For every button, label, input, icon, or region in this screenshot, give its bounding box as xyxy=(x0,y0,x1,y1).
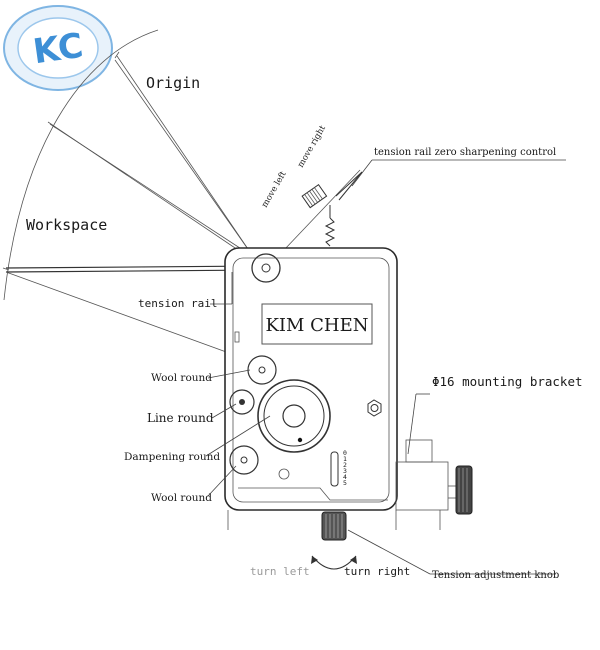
tension-rail-label: tension rail xyxy=(138,297,217,310)
mounting-bracket xyxy=(395,439,456,530)
scale-1: 1 xyxy=(343,455,347,463)
wool-round-top-label: Wool round xyxy=(151,372,212,384)
guide-slot xyxy=(234,331,240,343)
turn-left-label: turn left xyxy=(250,565,310,578)
zero-control-assembly xyxy=(301,171,363,247)
inner-rail xyxy=(238,487,388,501)
dampening-round xyxy=(257,379,331,453)
zero-control-label: tension rail zero sharpening control xyxy=(374,147,556,158)
rotation-arrow-icon xyxy=(311,555,357,570)
workspace-label: Workspace xyxy=(26,216,107,234)
dampening-round-label: Dampening round xyxy=(124,451,220,463)
leader-lines xyxy=(205,159,566,575)
turn-right-label: turn right xyxy=(344,565,410,578)
arc-tick-1 xyxy=(114,51,120,59)
tension-rail-arm xyxy=(5,265,261,273)
wool-round-bottom xyxy=(229,445,259,475)
move-right-label: move right xyxy=(296,123,328,169)
tension-scale: 0 1 2 3 4 5 xyxy=(330,449,347,487)
kc-logo: KC xyxy=(3,5,113,91)
housing-bolt xyxy=(367,399,382,417)
logo-text: KC xyxy=(31,26,86,73)
brand-text: KIM CHEN xyxy=(265,315,368,336)
zero-rail-line xyxy=(283,169,361,251)
swing-arc xyxy=(3,29,159,301)
pivot-roller xyxy=(251,253,281,283)
brand-plate: KIM CHEN xyxy=(261,303,373,345)
scale-3: 3 xyxy=(343,467,347,475)
adjustment-knob-label: Tension adjustment knob xyxy=(432,570,559,581)
small-pin xyxy=(278,468,290,480)
swing-rays xyxy=(47,55,251,255)
tension-knob xyxy=(321,511,347,541)
scale-2: 2 xyxy=(343,461,347,469)
wool-round-bottom-label: Wool round xyxy=(151,492,212,504)
line-round xyxy=(229,389,255,415)
scale-0: 0 xyxy=(343,449,347,457)
bracket-knob xyxy=(455,465,473,515)
origin-label: Origin xyxy=(146,74,200,92)
move-left-label: move left xyxy=(260,169,289,209)
arc-tick-3 xyxy=(2,267,10,271)
mounting-bracket-label: Φ16 mounting bracket xyxy=(432,374,583,389)
scale-4: 4 xyxy=(343,473,347,481)
line-round-label: Line round xyxy=(147,411,214,425)
scale-5: 5 xyxy=(343,479,347,487)
